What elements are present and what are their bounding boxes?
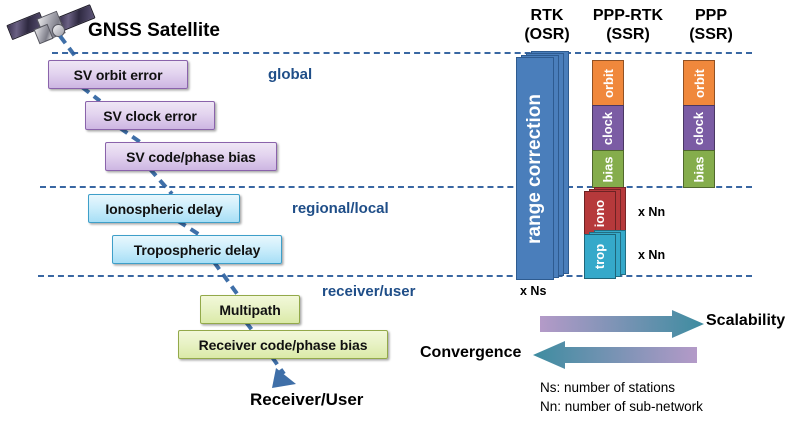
segment-ppp-clock: clock	[683, 105, 715, 152]
error-box-ionospheric-delay: Ionospheric delay	[88, 194, 240, 223]
error-box-sv-orbit-error: SV orbit error	[48, 60, 188, 89]
column-header-line1-rtk: RTK	[530, 7, 564, 24]
legend-line-nn: Nn: number of sub-network	[540, 399, 703, 414]
column-header-line1-ppp: PPP	[694, 7, 727, 24]
legend-line-ns: Ns: number of stations	[540, 380, 676, 395]
segment-label-bias: bias	[691, 155, 707, 183]
gnss-satellite-icon	[6, 4, 96, 50]
segment-label-trop: trop	[592, 243, 608, 270]
page-title: GNSS Satellite	[88, 20, 220, 41]
zone-label-0: global	[268, 66, 313, 83]
segment-ppp-rtk-iono: iono	[584, 191, 616, 236]
segment-ppp-rtk-orbit: orbit	[592, 60, 624, 107]
convergence-arrow	[533, 341, 697, 369]
legend-block: Ns: number of stations Nn: number of sub…	[540, 378, 703, 416]
segment-ppp-rtk-bias: bias	[592, 150, 624, 188]
error-box-sv-code-phase-bias: SV code/phase bias	[105, 142, 277, 171]
scalability-label: Scalability	[706, 312, 786, 329]
segment-label-clock: clock	[600, 111, 616, 146]
error-box-receiver-code-phase-bias: Receiver code/phase bias	[178, 330, 388, 359]
annotation-ppp-rtk-1: x Nn	[638, 248, 666, 262]
segment-ppp-bias: bias	[683, 150, 715, 188]
column-header-line2-rtk: (OSR)	[524, 26, 570, 43]
segment-ppp-orbit: orbit	[683, 60, 715, 107]
convergence-label: Convergence	[420, 344, 522, 361]
zone-label-2: receiver/user	[322, 283, 416, 300]
segment-label-bias: bias	[600, 155, 616, 183]
scalability-arrow	[540, 310, 704, 338]
rtk-range-correction-bar: range correction	[516, 57, 554, 280]
column-header-rtk: RTK (OSR)	[512, 6, 582, 44]
error-box-multipath: Multipath	[200, 295, 300, 324]
segment-label-orbit: orbit	[691, 69, 707, 98]
zone-line-receiver-user	[38, 275, 752, 277]
column-header-line2-ppp: (SSR)	[689, 26, 733, 43]
segment-label-clock: clock	[691, 111, 707, 146]
error-box-tropospheric-delay: Tropospheric delay	[112, 235, 282, 264]
column-header-line1-ppp-rtk: PPP-RTK	[592, 7, 664, 24]
column-header-ppp-rtk: PPP-RTK (SSR)	[584, 6, 672, 44]
receiver-user-label: Receiver/User	[250, 390, 364, 409]
zone-label-1: regional/local	[292, 200, 389, 217]
rtk-bar-label: range correction	[524, 93, 545, 244]
segment-label-iono: iono	[592, 199, 608, 228]
segment-ppp-rtk-trop: trop	[584, 234, 616, 279]
error-box-sv-clock-error: SV clock error	[85, 101, 215, 130]
segment-label-orbit: orbit	[600, 69, 616, 98]
zone-line-global	[52, 52, 752, 54]
column-header-line2-ppp-rtk: (SSR)	[606, 26, 650, 43]
column-header-ppp: PPP (SSR)	[676, 6, 746, 44]
rtk-multiplier-label: x Ns	[520, 284, 547, 298]
zone-line-regional-local	[40, 186, 752, 188]
segment-ppp-rtk-clock: clock	[592, 105, 624, 152]
annotation-ppp-rtk-0: x Nn	[638, 205, 666, 219]
